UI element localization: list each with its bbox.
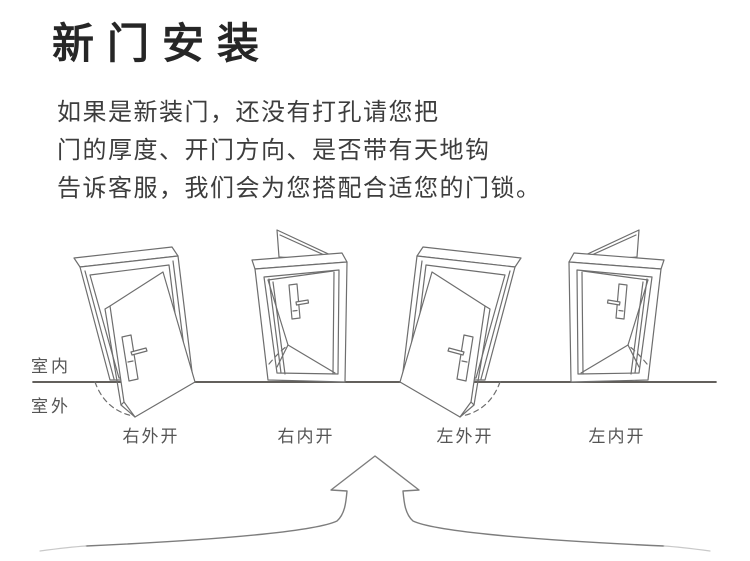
arrow-tail-fade-right: [663, 545, 711, 552]
page-title: 新门安装: [52, 19, 273, 68]
description-line-2: 门的厚度、开门方向、是否带有天地钩: [57, 136, 491, 164]
door-drawing-left-outward: [399, 246, 522, 418]
description: 如果是新装门，还没有打孔请您把 门的厚度、开门方向、是否带有天地钩 告诉客服，我…: [57, 93, 542, 207]
description-line-1: 如果是新装门，还没有打孔请您把: [57, 98, 440, 126]
door-label-left-outward: 左外开: [436, 427, 494, 447]
door-label-right-inward: 右内开: [277, 427, 335, 447]
door-label-right-outward: 右外开: [122, 427, 180, 447]
outdoor-label: 室外: [31, 397, 71, 417]
indoor-label: 室内: [31, 357, 71, 377]
door-drawing-left-inward: [568, 229, 665, 383]
door-drawing-right-outward: [73, 246, 196, 418]
merge-up-arrow-icon: [85, 455, 665, 547]
arrow-tail-fade-left: [39, 545, 87, 552]
door-drawing-right-inward: [251, 229, 348, 383]
description-line-3: 告诉客服，我们会为您搭配合适您的门锁。: [57, 174, 542, 202]
door-label-left-inward: 左内开: [588, 427, 646, 447]
